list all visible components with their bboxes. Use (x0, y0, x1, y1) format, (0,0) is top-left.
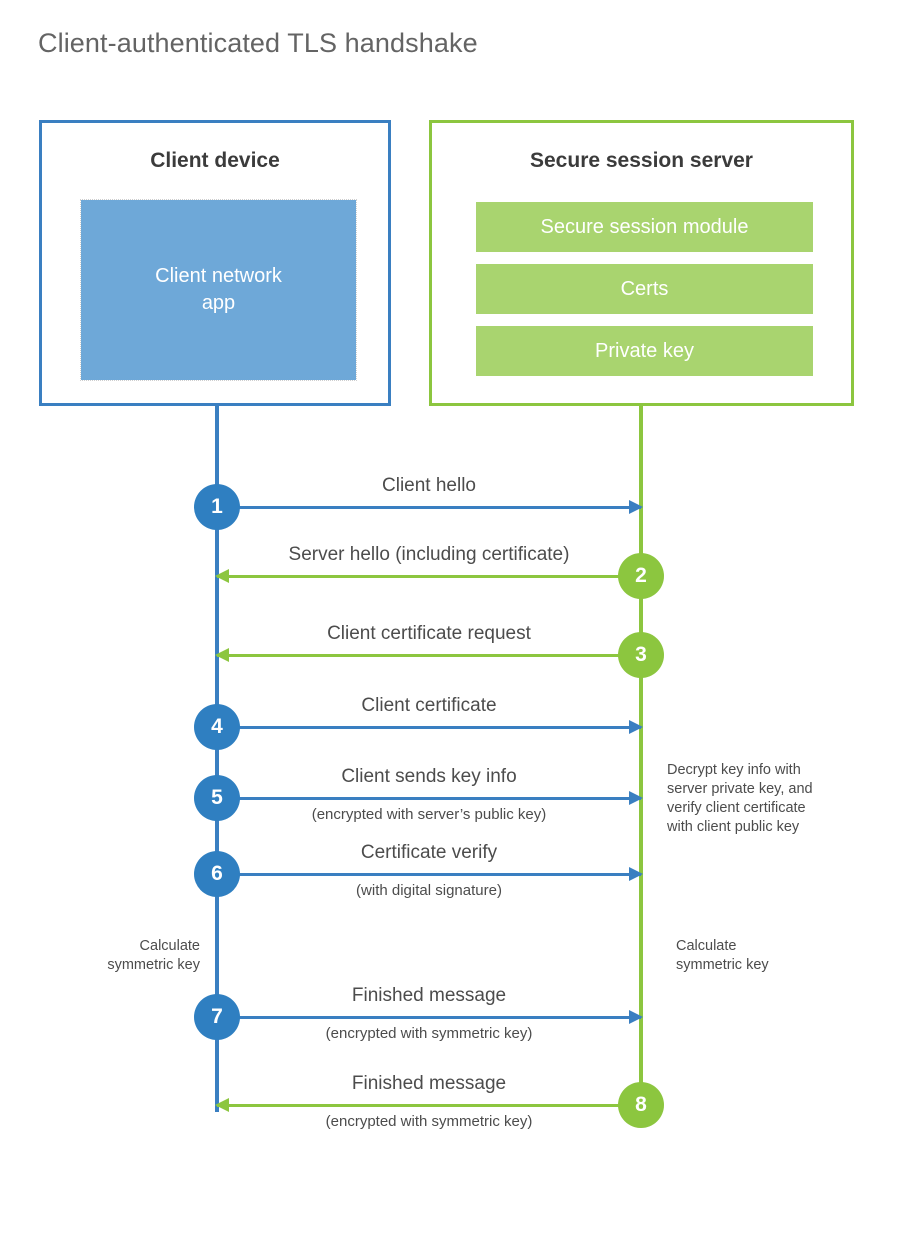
message-label-5: Client sends key info (341, 766, 517, 787)
arrow-head-icon-4 (629, 720, 643, 734)
step-badge-2: 2 (618, 553, 664, 599)
arrow-head-icon-5 (629, 791, 643, 805)
message-label-1: Client hello (382, 475, 476, 496)
client-network-app-block: Client network app (80, 199, 357, 381)
message-label-6: Certificate verify (360, 842, 498, 863)
arrow-head-icon-7 (629, 1010, 643, 1024)
secure-session-server-box: Secure session server Secure session mod… (429, 120, 854, 406)
server-lifeline (639, 406, 643, 1106)
client-lifeline (215, 406, 219, 1112)
step-badge-8: 8 (618, 1082, 664, 1128)
message-label-4: Client certificate (361, 695, 497, 716)
message-label-7: Finished message (351, 985, 507, 1006)
server-component-certs: Certs (476, 264, 813, 314)
server-note-decrypt-key-info: Decrypt key info with server private key… (667, 762, 813, 836)
step-badge-7: 7 (194, 994, 240, 1040)
message-label-2: Server hello (including certificate) (288, 544, 570, 565)
server-note-calculate-symmetric-key: Calculate symmetric key (676, 938, 769, 974)
message-arrow-line-6 (217, 873, 641, 876)
message-label-8: Finished message (351, 1073, 507, 1094)
message-arrow-line-3 (217, 654, 641, 657)
message-arrow-line-5 (217, 797, 641, 800)
message-arrow-line-4 (217, 726, 641, 729)
message-sublabel-7: (encrypted with symmetric key) (325, 1025, 533, 1042)
message-arrow-line-8 (217, 1104, 641, 1107)
server-component-private-key: Private key (476, 326, 813, 376)
step-badge-4: 4 (194, 704, 240, 750)
message-sublabel-5: (encrypted with server’s public key) (311, 806, 547, 823)
step-badge-6: 6 (194, 851, 240, 897)
step-badge-1: 1 (194, 484, 240, 530)
arrow-head-icon-3 (215, 648, 229, 662)
message-arrow-line-1 (217, 506, 641, 509)
page-title: Client-authenticated TLS handshake (38, 28, 478, 58)
message-arrow-line-7 (217, 1016, 641, 1019)
arrow-head-icon-8 (215, 1098, 229, 1112)
message-arrow-line-2 (217, 575, 641, 578)
arrow-head-icon-2 (215, 569, 229, 583)
client-device-box: Client device Client network app (39, 120, 391, 406)
client-note-calculate-symmetric-key: Calculate symmetric key (107, 938, 200, 974)
server-component-secure-session-module: Secure session module (476, 202, 813, 252)
message-sublabel-6: (with digital signature) (356, 882, 502, 899)
arrow-head-icon-1 (629, 500, 643, 514)
step-badge-3: 3 (618, 632, 664, 678)
message-sublabel-8: (encrypted with symmetric key) (325, 1113, 533, 1130)
message-label-3: Client certificate request (327, 623, 531, 644)
arrow-head-icon-6 (629, 867, 643, 881)
step-badge-5: 5 (194, 775, 240, 821)
secure-session-server-title: Secure session server (530, 149, 753, 172)
client-device-title: Client device (150, 149, 280, 172)
client-network-app-label: Client network app (155, 265, 282, 314)
